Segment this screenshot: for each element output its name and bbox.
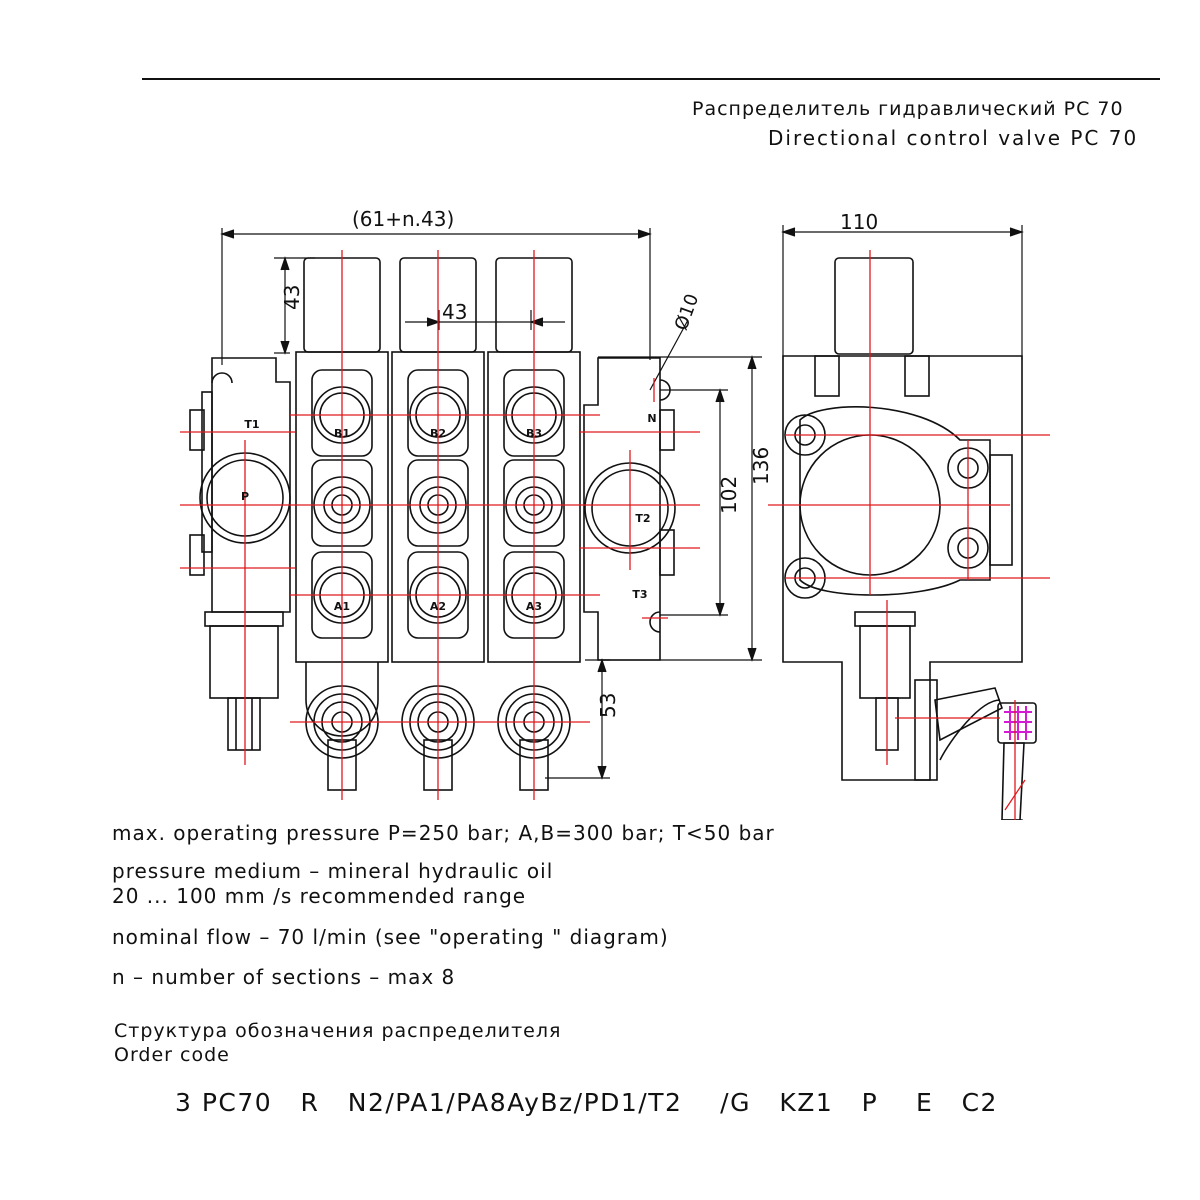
dim-53-label: 53 (596, 693, 620, 718)
order-label-ru: Структура обозначения распределителя (114, 1020, 562, 1042)
dim-102-label: 102 (717, 476, 741, 514)
port-label-a2: A2 (430, 600, 446, 613)
dim-pitch-label: 43 (442, 300, 467, 324)
port-label-t2: T2 (635, 512, 650, 525)
valve-drawing: (61+n.43) 110 43 43 Ø10 102 136 53 T1 P … (180, 207, 1050, 820)
title-en: Directional control valve PC 70 (768, 126, 1139, 150)
dim-102 (660, 388, 728, 617)
spec-pressure: max. operating pressure P=250 bar; A,B=3… (112, 821, 775, 845)
dim-overall-width-label: (61+n.43) (352, 207, 454, 231)
dim-53 (545, 658, 610, 780)
port-label-t3: T3 (632, 588, 647, 601)
dim-hole-label: Ø10 (671, 291, 703, 333)
handle-grip-grid (1004, 706, 1032, 740)
dim-hole-leader (649, 319, 689, 391)
center-lines (180, 250, 1050, 820)
port-label-n: N (647, 412, 656, 425)
dim-pitch-43 (405, 310, 565, 330)
port-label-t1: T1 (244, 418, 259, 431)
side-view (782, 257, 1037, 820)
port-label-p: P (241, 490, 249, 503)
port-label-a3: A3 (526, 600, 542, 613)
dim-side-width (781, 225, 1024, 360)
dim-side-width-label: 110 (840, 210, 878, 234)
port-label-a1: A1 (334, 600, 350, 613)
dim-overall-width (220, 228, 652, 365)
spec-flow: nominal flow – 70 l/min (see "operating … (112, 925, 669, 949)
port-label-b1: B1 (334, 427, 350, 440)
dim-136-label: 136 (749, 447, 773, 485)
order-code: 3 PC70 R N2/PA1/PA8AyBz/PD1/T2 /G KZ1 P … (175, 1088, 998, 1117)
port-label-b3: B3 (526, 427, 542, 440)
title-ru: Распределитель гидравлический PC 70 (692, 98, 1124, 120)
dim-spool-label: 43 (280, 285, 304, 310)
order-label-en: Order code (114, 1044, 230, 1066)
spec-sections: n – number of sections – max 8 (112, 965, 456, 989)
spec-viscosity: 20 ... 100 mm /s recommended range (112, 884, 527, 908)
port-label-b2: B2 (430, 427, 446, 440)
top-rule (142, 78, 1160, 80)
spec-medium: pressure medium – mineral hydraulic oil (112, 859, 554, 883)
inlet-cover (189, 357, 291, 751)
